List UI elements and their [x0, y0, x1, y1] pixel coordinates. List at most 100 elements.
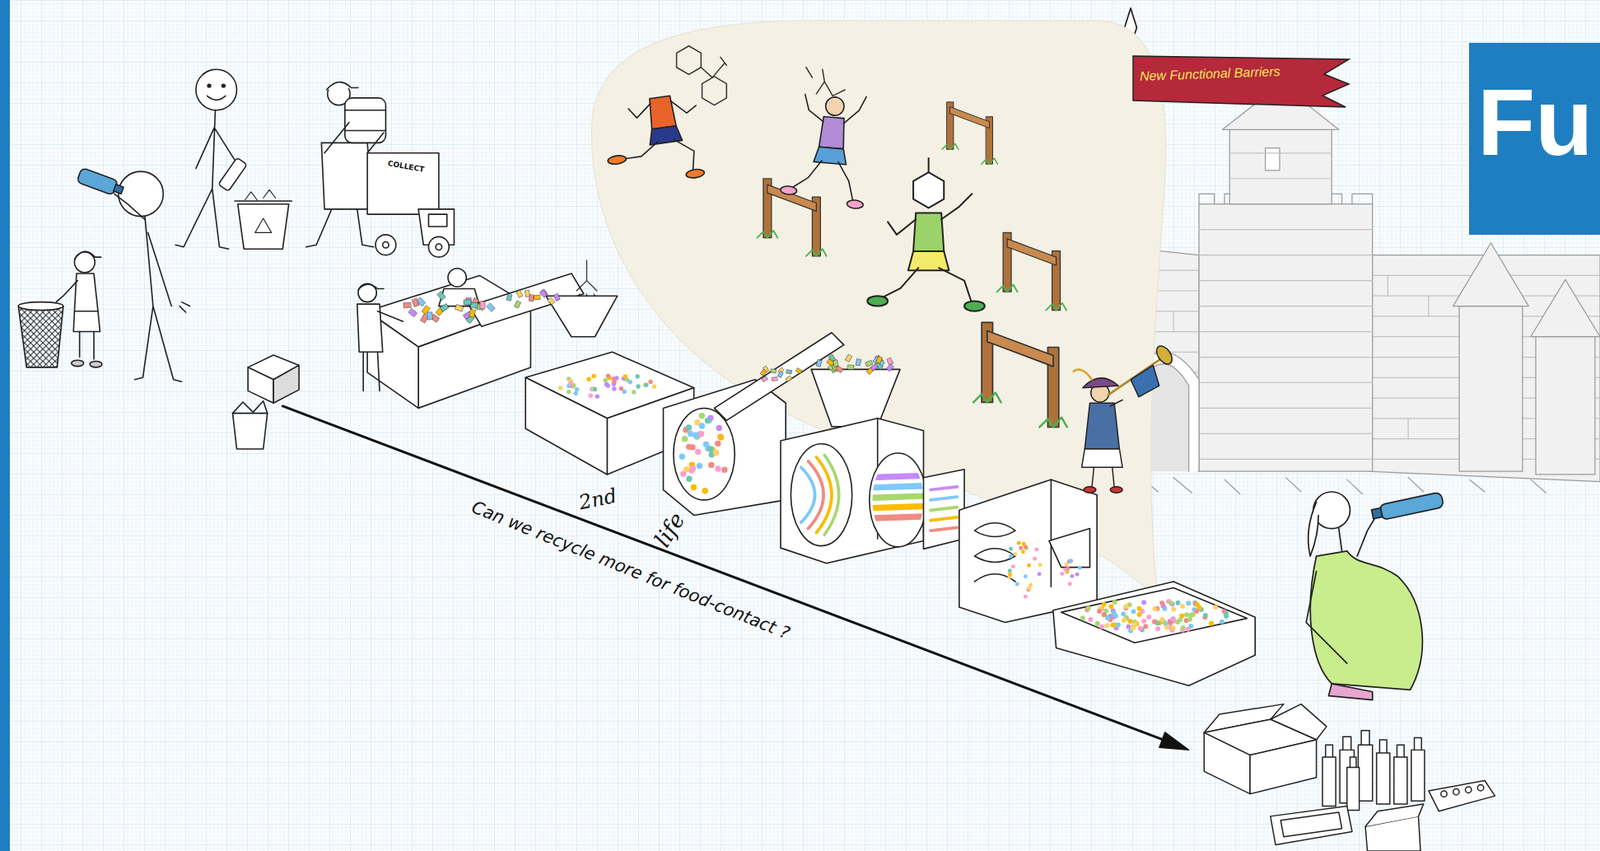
runner-figure	[825, 96, 845, 117]
people-sketch	[73, 311, 100, 332]
runner-figure	[685, 167, 705, 179]
plastic-flake	[865, 359, 873, 367]
pellet-dot	[1008, 554, 1013, 559]
castle-sketch	[1459, 306, 1523, 472]
pellet-dot	[643, 382, 649, 387]
pellet-dot	[699, 422, 705, 429]
pellet-dot	[566, 389, 571, 394]
pellet-dot	[713, 449, 719, 456]
pellet-dot	[1007, 568, 1013, 573]
molecule-sketch	[806, 67, 845, 97]
pellet-dot	[689, 443, 696, 450]
people-sketch	[375, 234, 397, 256]
pellet-dot	[1137, 606, 1143, 612]
pellet-dot	[1068, 559, 1073, 564]
herald-figure	[1110, 486, 1123, 493]
people-sketch	[89, 360, 103, 367]
plastic-flake	[439, 303, 449, 313]
pellet-dot	[595, 393, 600, 398]
recycling-machine	[974, 522, 1016, 582]
runner-figure	[846, 199, 864, 210]
runner-figure	[880, 267, 919, 299]
people-sketch	[234, 200, 292, 202]
people-sketch	[345, 97, 387, 143]
pellet-dot	[1104, 622, 1110, 628]
runner-figure	[673, 136, 697, 174]
hurdle	[942, 102, 998, 164]
plastic-flake	[524, 289, 531, 297]
pellet-dot	[611, 379, 616, 384]
castle-sketch	[1198, 204, 1373, 472]
plastic-flake	[761, 376, 769, 383]
people-sketch	[382, 242, 389, 248]
people-sketch	[326, 82, 359, 90]
pellet-dot	[683, 466, 690, 472]
plastic-flake	[437, 291, 446, 301]
pellet-dot	[614, 375, 619, 380]
molecule-sketch	[676, 46, 845, 106]
runner-figure	[628, 103, 653, 120]
pellet-dot	[695, 448, 701, 455]
herald-figure	[1082, 377, 1119, 388]
recycling-machine	[867, 505, 929, 508]
recycling-machine	[801, 466, 816, 523]
plastic-flake	[886, 363, 894, 372]
pellet-dot	[681, 435, 688, 442]
castle-sketch	[1453, 242, 1530, 307]
recycling-machine	[1049, 528, 1091, 568]
recycling-machine	[867, 485, 929, 488]
pellet-dot	[652, 384, 657, 389]
pellet-dot	[1155, 625, 1161, 631]
castle-sketch	[1229, 127, 1332, 205]
plastic-flake	[403, 302, 411, 308]
recycling-machine	[930, 527, 957, 531]
pellet-dot	[1141, 599, 1147, 605]
pellet-dot	[619, 386, 624, 391]
pellet-dot	[1152, 606, 1157, 612]
pellet-dot	[648, 379, 653, 384]
molecule-sketch	[676, 46, 702, 75]
pellet-dot	[1180, 603, 1185, 609]
recycling-machine	[358, 284, 384, 290]
people-sketch	[237, 204, 290, 249]
runner-figure	[600, 92, 706, 190]
pellet-dot	[690, 465, 696, 472]
runner-figure	[908, 251, 950, 271]
pellet-dot	[1164, 624, 1170, 630]
recycling-machine	[867, 516, 929, 518]
woman-drinking	[1371, 491, 1445, 522]
hurdle	[756, 178, 826, 257]
node-text: Fu	[1477, 67, 1600, 177]
hurdle	[942, 143, 998, 164]
herald-figure	[1082, 448, 1124, 467]
pellet-dot	[558, 385, 563, 390]
pellet-dot	[1110, 622, 1115, 628]
pellet-dot	[1130, 625, 1136, 631]
woman-drinking	[1306, 491, 1444, 700]
recycling-machine	[447, 268, 467, 287]
pellet-dot	[1080, 615, 1086, 621]
pellet-dot	[716, 424, 723, 431]
people-sketch	[233, 401, 268, 414]
runner-figure	[928, 158, 930, 173]
pellet-dot	[603, 377, 608, 383]
plastic-flake	[844, 354, 852, 362]
people-sketch	[435, 243, 442, 250]
plastic-flake	[540, 289, 548, 298]
recycling-machine	[673, 407, 735, 500]
recycling-machine	[662, 379, 786, 516]
herald-figure	[1083, 486, 1097, 493]
pellet-dot	[1068, 558, 1073, 563]
people-sketch	[71, 359, 84, 366]
recycling-machine	[790, 443, 852, 546]
pellet-dot	[591, 373, 596, 378]
people-sketch	[273, 364, 299, 403]
recycled-products	[1250, 739, 1317, 794]
recycled-products	[1428, 780, 1496, 812]
pellet-dot	[1212, 604, 1218, 610]
recycled-products	[1376, 739, 1391, 804]
herald-figure	[1073, 343, 1176, 494]
runner-figure	[938, 267, 972, 304]
pellet-dot	[1032, 556, 1037, 561]
pellet-dot	[1008, 546, 1013, 551]
